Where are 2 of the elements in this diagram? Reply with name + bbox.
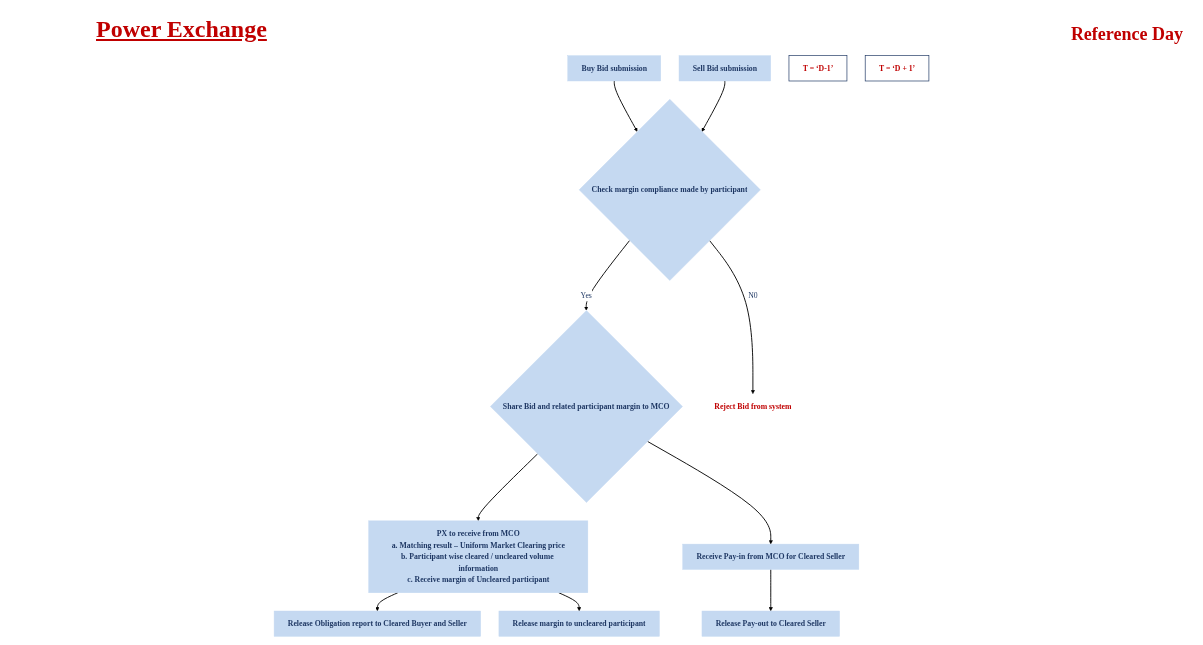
title: Power Exchange bbox=[96, 16, 267, 43]
note-label: Reference Day bbox=[1070, 24, 1183, 45]
